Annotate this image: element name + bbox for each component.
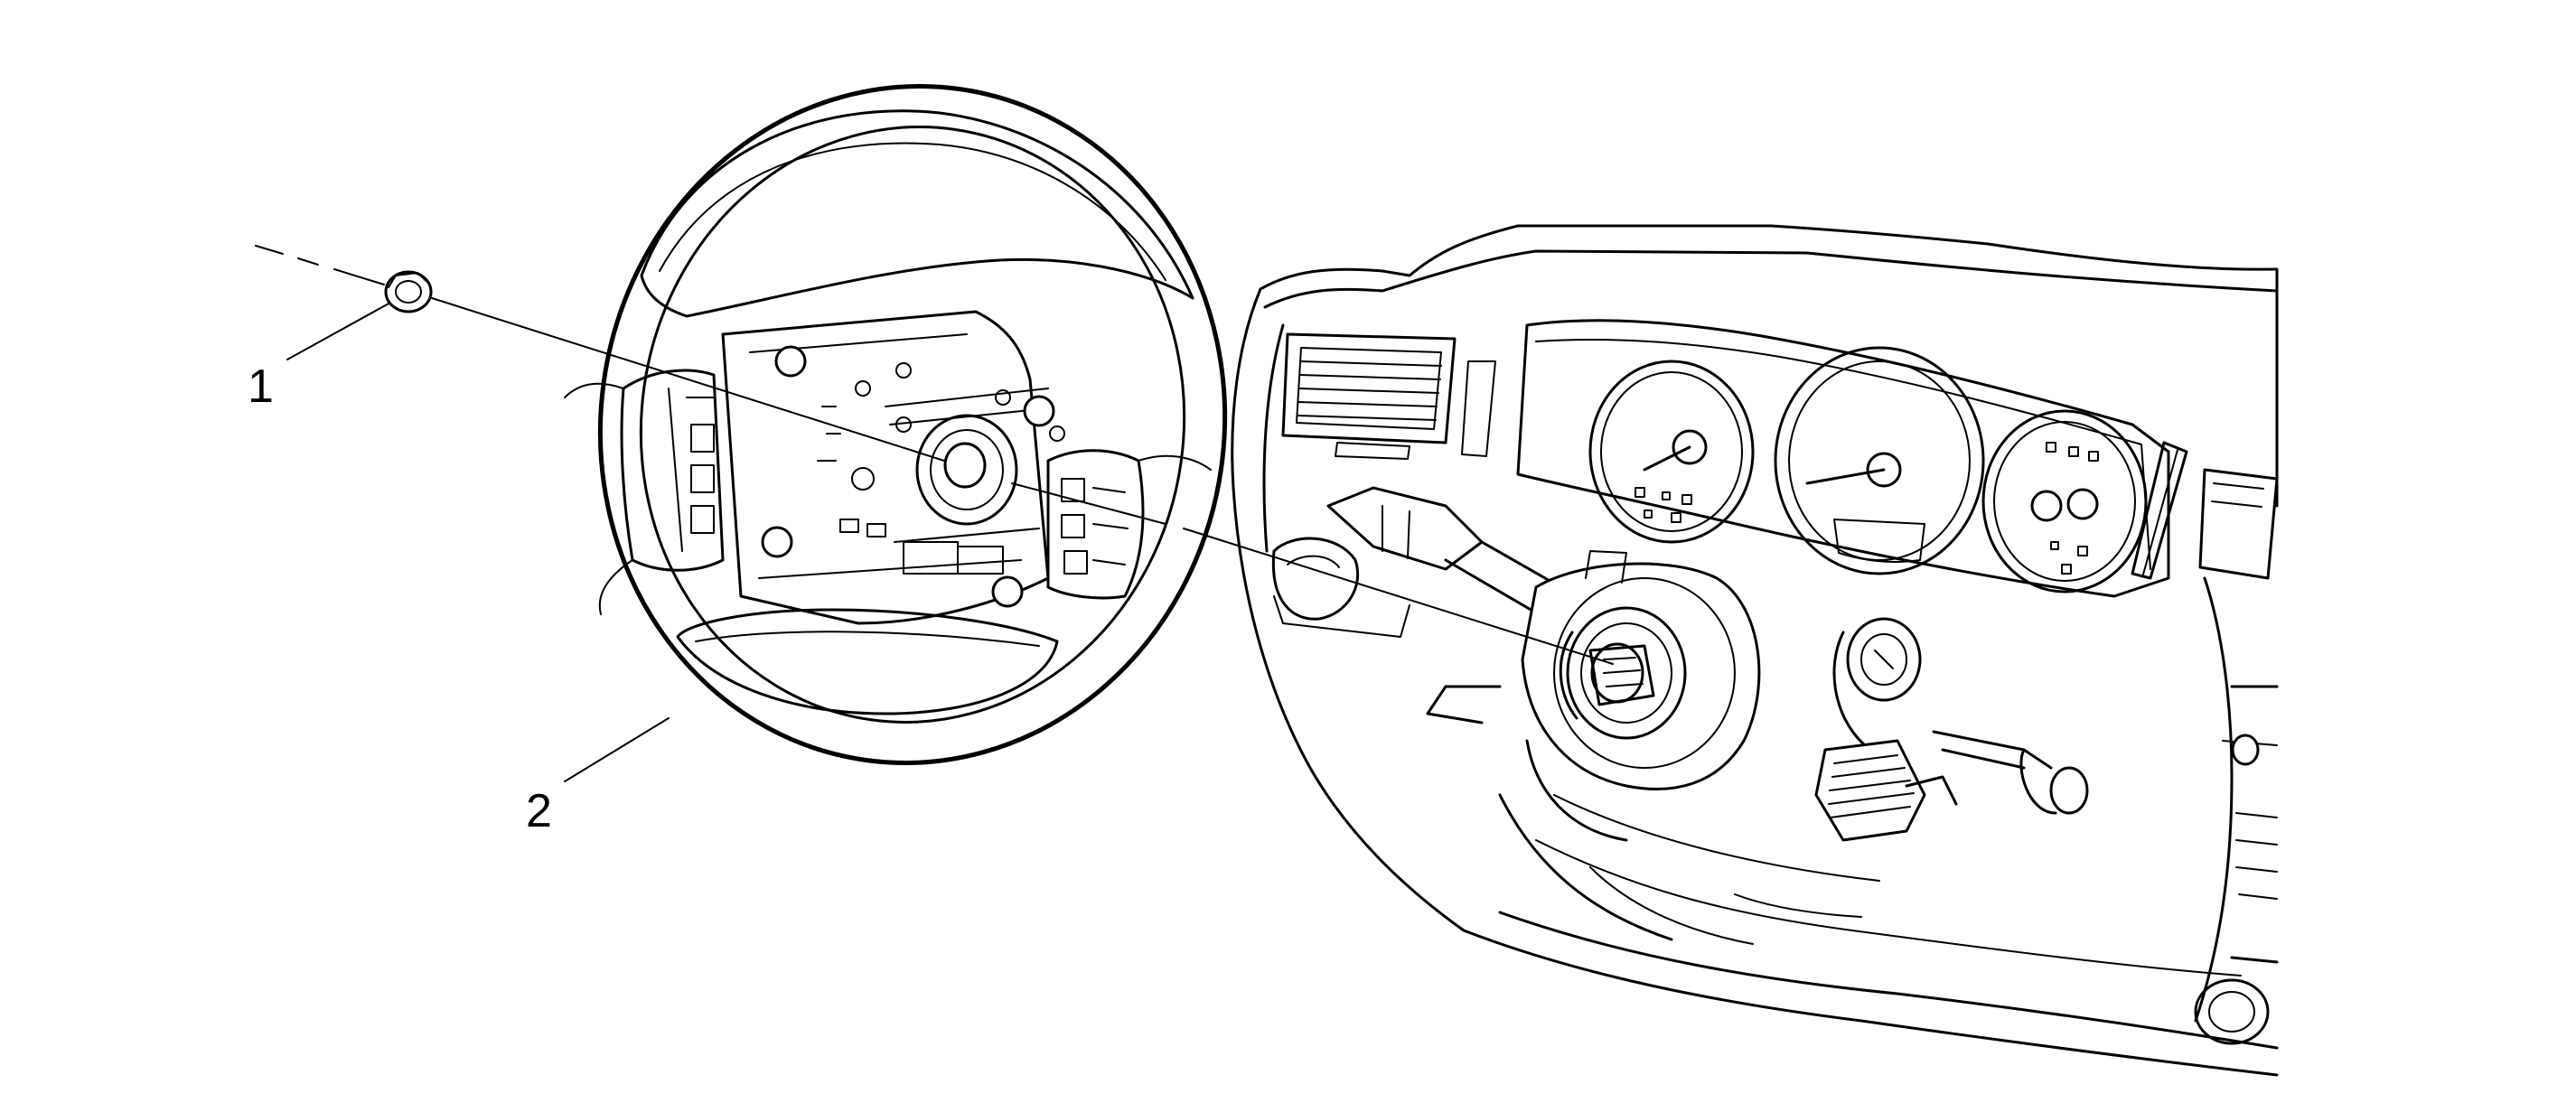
callout-2-leader — [564, 717, 670, 782]
nut-icon — [384, 270, 433, 313]
callout-1-leader — [286, 302, 391, 360]
steering-wheel — [564, 84, 1228, 765]
assembly-centerline — [255, 245, 1614, 665]
callout-1-label: 1 — [248, 360, 274, 413]
callout-2-label: 2 — [526, 785, 552, 837]
instrument-panel — [1231, 224, 2279, 1077]
